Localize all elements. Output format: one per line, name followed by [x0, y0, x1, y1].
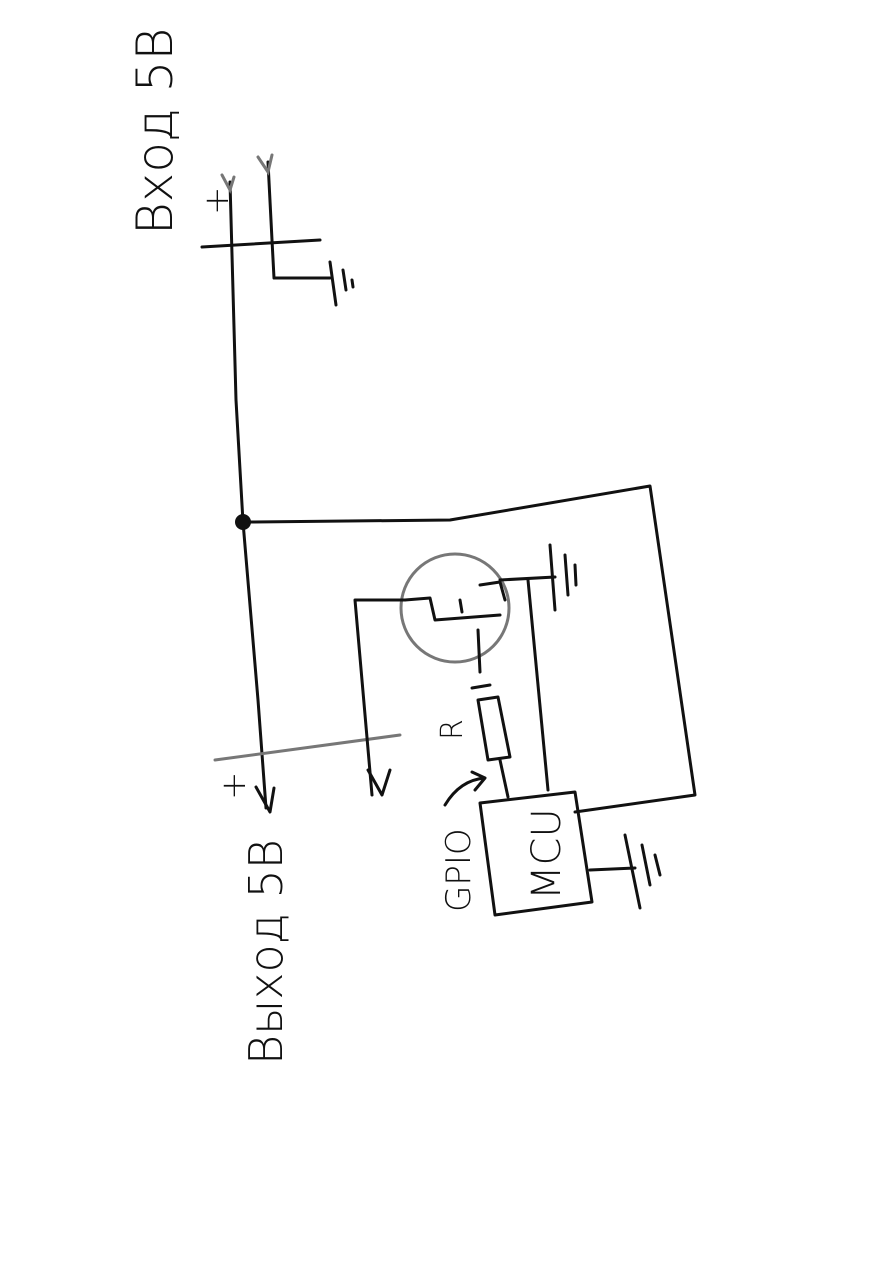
- output-divider-line: [213, 733, 402, 762]
- junction-dot: [235, 514, 251, 530]
- input-wire-positive: [228, 180, 268, 810]
- gpio-wire: [498, 758, 510, 799]
- resistor-label: R: [435, 719, 470, 740]
- mcu-box: [478, 790, 594, 917]
- ground-wire-mcu: [588, 866, 637, 872]
- output-arrow-positive: [254, 785, 276, 814]
- output-arrow-ground: [366, 768, 392, 797]
- input-arrow-ground: [256, 153, 274, 176]
- resistor: [470, 683, 512, 762]
- mcu-power-wire: [248, 484, 697, 814]
- transistor-circle: [399, 552, 511, 664]
- output-wire-ground: [353, 598, 407, 797]
- plus-bottom-label: +: [214, 772, 254, 801]
- transistor-ground-wire: [498, 575, 557, 582]
- ground-symbol-transistor: [548, 543, 578, 612]
- gpio-label: GPIO: [439, 828, 479, 912]
- mcu-label: MCU: [524, 808, 570, 900]
- gpio-arrow: [443, 770, 487, 807]
- ground-symbol-mcu: [623, 833, 662, 910]
- input-arrow-positive: [220, 173, 236, 194]
- transistor-body: [403, 580, 507, 674]
- ground-symbol-top: [328, 260, 355, 307]
- input-label: Вход 5В: [126, 28, 184, 235]
- plus-top-label: +: [197, 187, 237, 216]
- mcu-vertical-wire: [526, 578, 550, 792]
- input-divider-line: [200, 238, 322, 249]
- output-label: Выход 5В: [239, 839, 293, 1065]
- input-wire-ground: [266, 160, 332, 280]
